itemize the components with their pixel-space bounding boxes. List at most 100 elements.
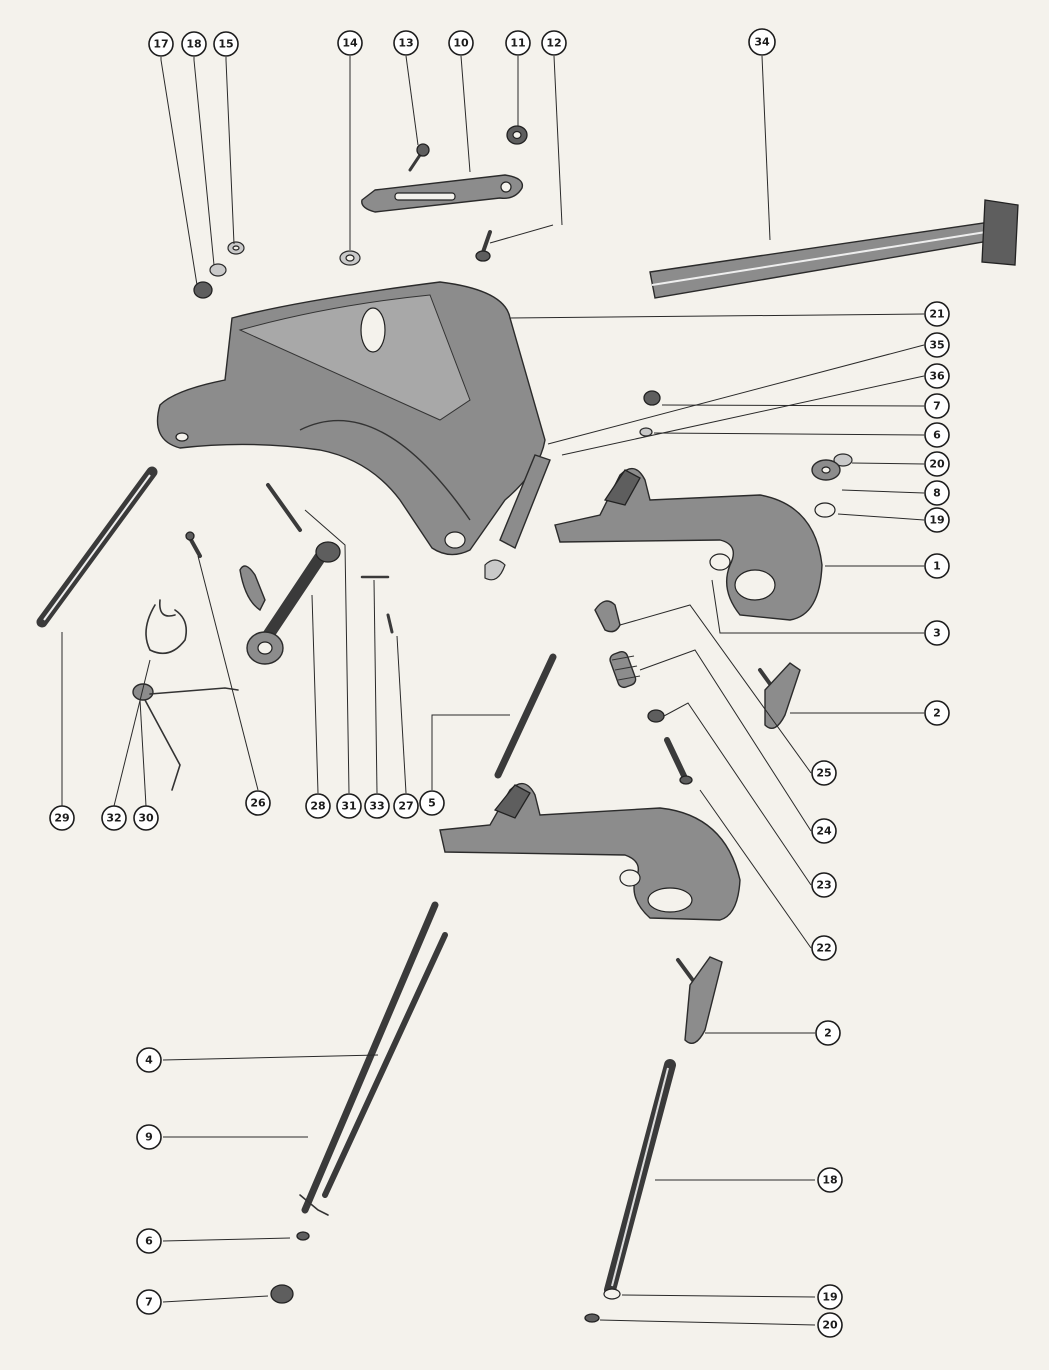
svg-text:31: 31 xyxy=(341,800,356,813)
callout-10: 10 xyxy=(448,30,474,56)
svg-text:17: 17 xyxy=(153,38,168,51)
callout-13: 13 xyxy=(393,30,419,56)
svg-text:18: 18 xyxy=(822,1174,837,1187)
part-5-rod xyxy=(494,653,557,779)
svg-text:1: 1 xyxy=(933,560,941,573)
callout-36: 36 xyxy=(924,363,950,389)
callout-14: 14 xyxy=(337,30,363,56)
callout-33: 33 xyxy=(364,793,390,819)
part-2-handle-lower xyxy=(676,956,723,1044)
part-35-36-slide xyxy=(484,454,551,581)
callout-26: 26 xyxy=(245,790,271,816)
part-19-ring-bottom xyxy=(603,1288,621,1300)
part-4-rod xyxy=(301,901,439,1214)
callout-11: 11 xyxy=(505,30,531,56)
callout-15: 15 xyxy=(213,31,239,57)
part-7-nut-bottom xyxy=(270,1284,294,1304)
part-7-nut-top xyxy=(643,390,661,406)
part-9-rod xyxy=(322,932,448,1198)
callout-29: 29 xyxy=(49,805,75,831)
svg-text:32: 32 xyxy=(106,812,121,825)
svg-text:12: 12 xyxy=(546,37,561,50)
part-clamp-lower xyxy=(439,782,741,921)
svg-text:8: 8 xyxy=(933,487,941,500)
svg-text:33: 33 xyxy=(369,800,384,813)
svg-text:3: 3 xyxy=(933,627,941,640)
svg-text:15: 15 xyxy=(218,38,233,51)
svg-text:7: 7 xyxy=(933,400,941,413)
part-27-screw xyxy=(386,613,394,634)
callout-22: 22 xyxy=(811,935,837,961)
svg-text:21: 21 xyxy=(929,308,944,321)
svg-text:2: 2 xyxy=(824,1027,832,1040)
part-23-cap xyxy=(647,709,665,723)
svg-text:6: 6 xyxy=(145,1235,153,1248)
svg-text:35: 35 xyxy=(929,339,944,352)
callout-20-bottom: 20 xyxy=(817,1312,843,1338)
callout-24: 24 xyxy=(811,818,837,844)
part-6-washer-bottom xyxy=(296,1231,310,1241)
svg-text:22: 22 xyxy=(816,942,831,955)
callout-31: 31 xyxy=(336,793,362,819)
part-31-pin xyxy=(266,483,302,532)
part-28-pivot-pin xyxy=(239,541,341,665)
part-11-bushing xyxy=(506,125,528,145)
leader-lines xyxy=(61,55,925,1326)
part-30-lever xyxy=(132,683,239,791)
callout-27: 27 xyxy=(393,793,419,819)
callout-19-bottom: 19 xyxy=(817,1284,843,1310)
svg-text:36: 36 xyxy=(929,370,945,383)
svg-text:4: 4 xyxy=(145,1054,153,1067)
svg-text:10: 10 xyxy=(453,37,469,50)
callout-32: 32 xyxy=(101,805,127,831)
callout-6-top: 6 xyxy=(924,422,950,448)
part-1-clamp-upper xyxy=(554,467,823,621)
part-20-8-19-top xyxy=(811,453,853,518)
svg-text:25: 25 xyxy=(816,767,831,780)
callout-25: 25 xyxy=(811,760,837,786)
svg-text:29: 29 xyxy=(54,812,69,825)
part-12-bolt xyxy=(475,230,492,262)
part-2-handle-upper xyxy=(758,662,801,729)
callout-21: 21 xyxy=(924,301,950,327)
callout-9: 9 xyxy=(136,1124,162,1150)
part-25-knob xyxy=(594,600,621,633)
part-14-washer xyxy=(339,250,361,266)
svg-text:6: 6 xyxy=(933,429,941,442)
callout-3: 3 xyxy=(924,620,950,646)
svg-text:28: 28 xyxy=(310,800,325,813)
svg-text:34: 34 xyxy=(754,36,770,49)
part-10-link xyxy=(361,174,524,213)
svg-text:9: 9 xyxy=(145,1131,153,1144)
callout-7-top: 7 xyxy=(924,393,950,419)
svg-text:19: 19 xyxy=(929,514,944,527)
svg-text:24: 24 xyxy=(816,825,832,838)
part-21-bracket xyxy=(156,281,546,556)
callout-23: 23 xyxy=(811,872,837,898)
svg-text:5: 5 xyxy=(428,797,436,810)
svg-text:20: 20 xyxy=(822,1319,838,1332)
part-13-bolt xyxy=(408,143,430,172)
svg-text:19: 19 xyxy=(822,1291,837,1304)
svg-text:20: 20 xyxy=(929,458,945,471)
callout-1: 1 xyxy=(924,553,950,579)
part-26-fitting xyxy=(185,531,202,558)
part-34-tube xyxy=(649,199,1019,299)
svg-text:23: 23 xyxy=(816,879,831,892)
svg-text:27: 27 xyxy=(398,800,413,813)
callout-17: 17 xyxy=(148,31,174,57)
part-24-spring xyxy=(609,650,641,689)
svg-text:11: 11 xyxy=(510,37,525,50)
callout-18-bottom: 18 xyxy=(817,1167,843,1193)
callout-19-top: 19 xyxy=(924,507,950,533)
svg-text:2: 2 xyxy=(933,707,941,720)
callout-2-upper: 2 xyxy=(924,700,950,726)
callout-7-bottom: 7 xyxy=(136,1289,162,1315)
callout-5: 5 xyxy=(419,790,445,816)
callout-34: 34 xyxy=(748,28,776,56)
callout-12: 12 xyxy=(541,30,567,56)
part-32-spring xyxy=(145,599,188,655)
part-6-washer-top xyxy=(639,427,653,437)
part-20-clip-bottom xyxy=(584,1313,600,1323)
